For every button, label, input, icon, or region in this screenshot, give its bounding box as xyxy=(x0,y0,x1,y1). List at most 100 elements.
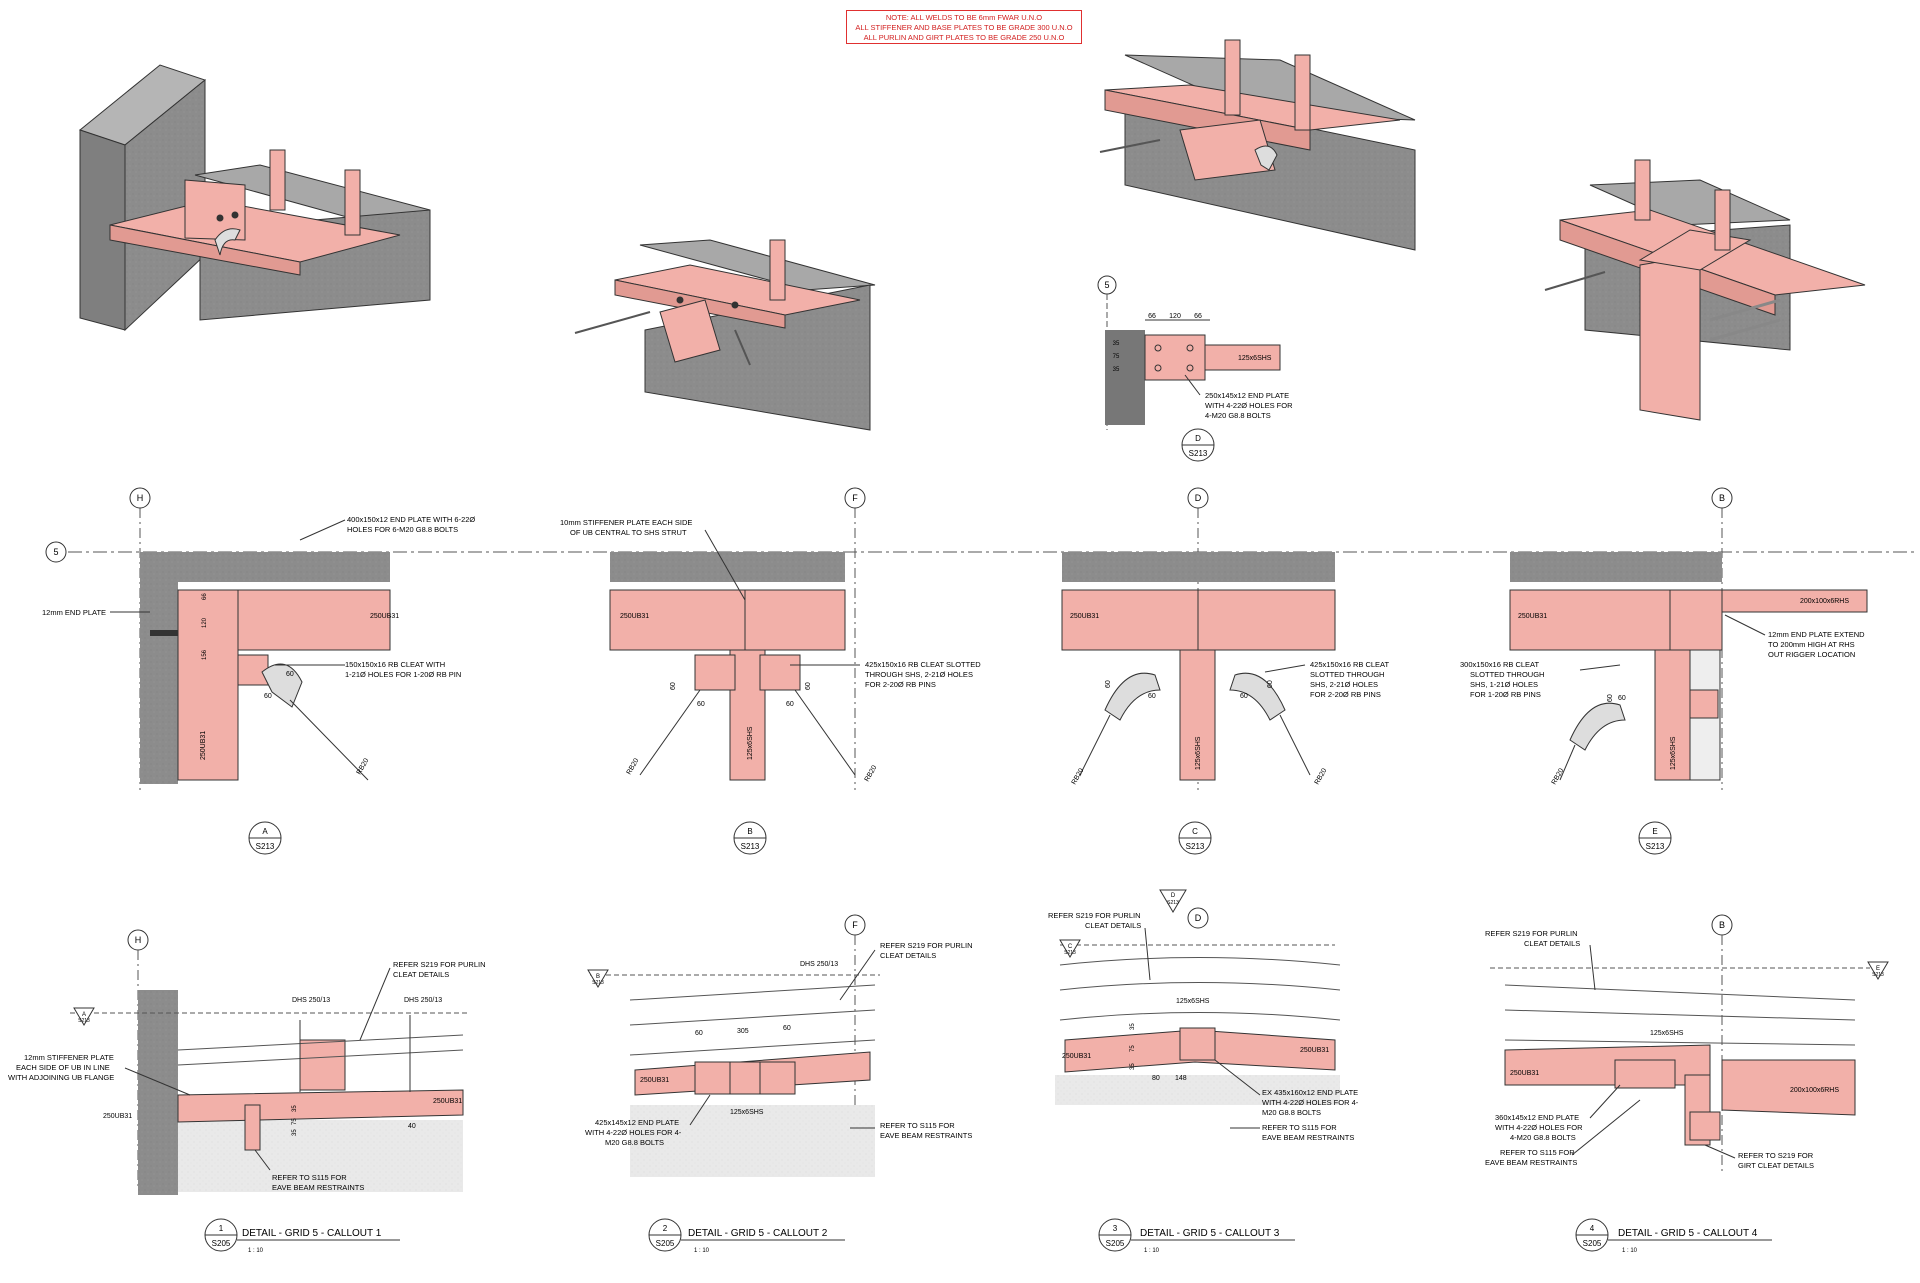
detail-d-small: 5 66 120 66 35 75 35 125x6SHS 250x145x12… xyxy=(1097,275,1293,462)
iso-view-4 xyxy=(1544,159,1866,421)
detail-2-num: 2 xyxy=(663,1224,668,1233)
detail-1-dim-3: 35 xyxy=(292,1129,298,1136)
plan-b-tag-letter: B xyxy=(747,827,752,836)
detail-3-note-1b: CLEAT DETAILS xyxy=(1085,921,1141,930)
note-line-1: NOTE: ALL WELDS TO BE 6mm FWAR U.N.O xyxy=(885,13,1043,22)
detail-3-dim-5: 148 xyxy=(1175,1075,1187,1082)
detail-2-label-2: 250UB31 xyxy=(640,1077,669,1084)
detail-2-sheet: S205 xyxy=(656,1239,675,1248)
plan-e-dim-1: 60 xyxy=(1607,694,1614,702)
detail-d-vdim-2: 75 xyxy=(1113,354,1120,360)
detail-2-grid: F xyxy=(852,920,858,930)
plan-b-member-3: RB20 xyxy=(626,757,641,776)
detail-2-note-2b: WITH 4-22Ø HOLES FOR 4- xyxy=(585,1128,682,1137)
detail-3-dim-4: 80 xyxy=(1152,1075,1160,1082)
plan-c-note-d: FOR 2-20Ø RB PINS xyxy=(1310,690,1381,699)
detail-2-note-3b: EAVE BEAM RESTRAINTS xyxy=(880,1131,972,1140)
plan-c-tag-sheet: S213 xyxy=(1186,842,1205,851)
detail-2-note-3a: REFER TO S115 FOR xyxy=(880,1121,955,1130)
detail-3-scale: 1 : 10 xyxy=(1144,1248,1160,1254)
grid-bubble-5: 5 xyxy=(45,541,67,563)
detail-1-label-4: 250UB31 xyxy=(433,1098,462,1105)
detail-1-section-sheet: S213 xyxy=(78,1018,90,1024)
plan-e-member-2: 200x100x6RHS xyxy=(1800,598,1849,605)
detail-3-note-2c: M20 G8.8 BOLTS xyxy=(1262,1108,1321,1117)
detail-2-note-1a: REFER S219 FOR PURLIN xyxy=(880,941,973,950)
plan-e-note-1b: SLOTTED THROUGH xyxy=(1470,670,1544,679)
plan-c-note-b: SLOTTED THROUGH xyxy=(1310,670,1384,679)
plan-a-note-3b: 1-21Ø HOLES FOR 1-20Ø RB PIN xyxy=(345,670,461,679)
plan-a-dim-2: 120 xyxy=(202,617,208,628)
detail-2: F B S213 DHS 250/13 250UB31 125x6SHS 60 … xyxy=(585,914,973,1254)
detail-3-dim-3: 35 xyxy=(1130,1063,1136,1070)
plan-b-dim-2: 60 xyxy=(697,701,705,708)
detail-d-member: 125x6SHS xyxy=(1238,355,1272,362)
detail-3-section-sheet: S213 xyxy=(1064,950,1076,956)
detail-1-sheet: S205 xyxy=(212,1239,231,1248)
detail-d-grid: 5 xyxy=(1104,280,1109,290)
plan-c-note-c: SHS, 2-21Ø HOLES xyxy=(1310,680,1378,689)
note-line-2: ALL STIFFENER AND BASE PLATES TO BE GRAD… xyxy=(855,23,1073,32)
detail-3-note-2b: WITH 4-22Ø HOLES FOR 4- xyxy=(1262,1098,1359,1107)
plan-view-c: D 250UB31 125x6SHS RB20 RB20 60 60 60 60… xyxy=(1061,487,1389,855)
detail-3-dim-2: 75 xyxy=(1130,1045,1136,1052)
plan-a-dim-4: 60 xyxy=(264,693,272,700)
detail-1-dim-2: 75 xyxy=(292,1118,298,1125)
plan-c-dim-4: 60 xyxy=(1267,680,1274,688)
detail-3-note-3a: REFER TO S115 FOR xyxy=(1262,1123,1337,1132)
plan-c-dim-2: 60 xyxy=(1148,693,1156,700)
detail-d-tag-sheet: S213 xyxy=(1189,449,1208,458)
plan-e-grid: B xyxy=(1719,493,1725,503)
detail-2-note-2c: M20 G8.8 BOLTS xyxy=(605,1138,664,1147)
plan-e-note-2b: TO 200mm HIGH AT RHS xyxy=(1768,640,1855,649)
detail-1: H A S213 DHS 250/13 DHS 250/13 250UB31 2… xyxy=(8,929,486,1254)
plan-view-e: B 250UB31 200x100x6RHS 125x6SHS RB20 60 … xyxy=(1460,487,1868,855)
detail-3-dim-1: 35 xyxy=(1130,1023,1136,1030)
plan-c-member-2: 125x6SHS xyxy=(1195,736,1202,770)
detail-4-grid: B xyxy=(1719,920,1725,930)
detail-1-dim-4: 40 xyxy=(408,1123,416,1130)
detail-2-section-sheet: S213 xyxy=(592,980,604,986)
plan-c-note-a: 425x150x16 RB CLEAT xyxy=(1310,660,1389,669)
iso-view-2 xyxy=(574,239,876,431)
detail-d-note-1: 250x145x12 END PLATE xyxy=(1205,391,1289,400)
iso-view-3 xyxy=(1099,39,1416,251)
plan-a-dim-1: 66 xyxy=(202,593,208,600)
plan-e-note-1c: SHS, 1-21Ø HOLES xyxy=(1470,680,1538,689)
plan-e-tag-sheet: S213 xyxy=(1646,842,1665,851)
plan-a-note-1b: HOLES FOR 6-M20 G8.8 BOLTS xyxy=(347,525,458,534)
plan-e-note-1a: 300x150x16 RB CLEAT xyxy=(1460,660,1539,669)
plan-e-member-3: 125x6SHS xyxy=(1670,736,1677,770)
detail-3-section-letter: C xyxy=(1068,944,1073,950)
plan-e-note-1d: FOR 1-20Ø RB PINS xyxy=(1470,690,1541,699)
detail-d-note-3: 4-M20 G8.8 BOLTS xyxy=(1205,411,1271,420)
plan-c-member-3: RB20 xyxy=(1071,767,1086,786)
detail-1-note-3a: REFER TO S115 FOR xyxy=(272,1173,347,1182)
plan-c-tag-letter: C xyxy=(1192,827,1198,836)
detail-1-grid: H xyxy=(135,935,142,945)
plan-b-note-1a: 10mm STIFFENER PLATE EACH SIDE xyxy=(560,518,692,527)
detail-4-num: 4 xyxy=(1590,1224,1595,1233)
detail-3-note-3b: EAVE BEAM RESTRAINTS xyxy=(1262,1133,1354,1142)
plan-a-dim-3: 156 xyxy=(202,649,208,660)
detail-1-section-letter: A xyxy=(82,1012,86,1018)
detail-3-label-1: 125x6SHS xyxy=(1176,998,1210,1005)
detail-1-label-2: DHS 250/13 xyxy=(404,997,442,1004)
detail-3-label-2: 250UB31 xyxy=(1062,1053,1091,1060)
detail-4-note-3b: EAVE BEAM RESTRAINTS xyxy=(1485,1158,1577,1167)
plan-b-note-2b: THROUGH SHS, 2-21Ø HOLES xyxy=(865,670,973,679)
detail-4-sheet: S205 xyxy=(1583,1239,1602,1248)
detail-4-section-letter: E xyxy=(1876,966,1880,972)
detail-2-label-1: DHS 250/13 xyxy=(800,961,838,968)
plan-a-member-3: RB20 xyxy=(356,757,371,776)
plan-b-note-2c: FOR 2-20Ø RB PINS xyxy=(865,680,936,689)
detail-3-num: 3 xyxy=(1113,1224,1118,1233)
plan-a-note-2: 12mm END PLATE xyxy=(42,608,106,617)
plan-c-dim-3: 60 xyxy=(1240,693,1248,700)
plan-c-member-1: 250UB31 xyxy=(1070,613,1099,620)
grid-bubble-5-label: 5 xyxy=(53,547,58,557)
detail-4-title: DETAIL - GRID 5 - CALLOUT 4 xyxy=(1618,1228,1758,1239)
plan-b-note-2a: 425x150x16 RB CLEAT SLOTTED xyxy=(865,660,981,669)
detail-d-dim-3: 66 xyxy=(1194,313,1202,320)
detail-d-tag-letter: D xyxy=(1195,434,1201,443)
